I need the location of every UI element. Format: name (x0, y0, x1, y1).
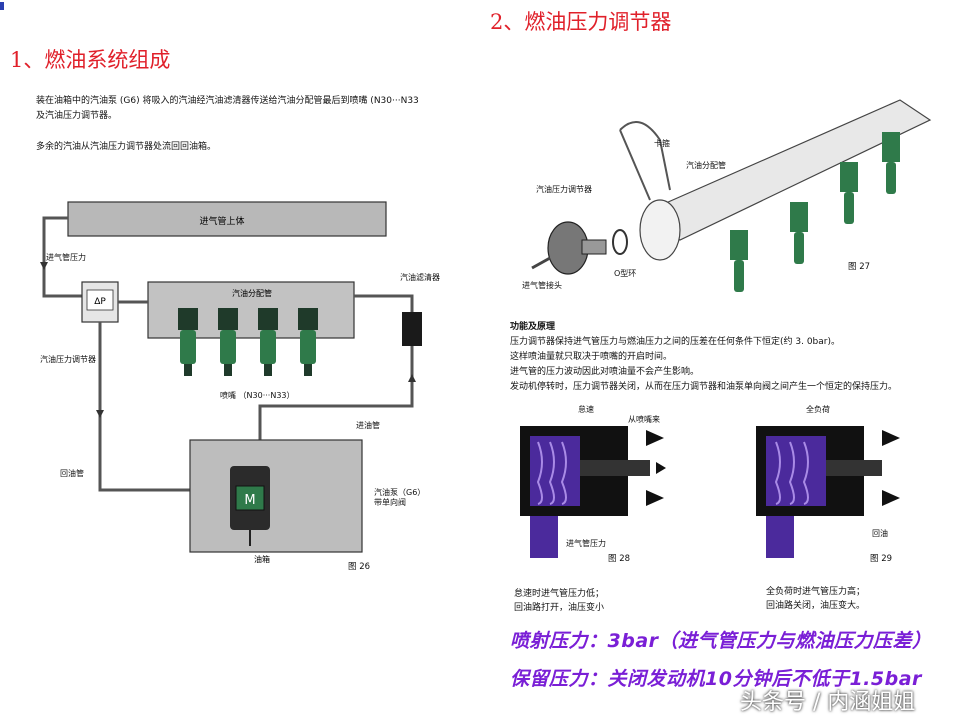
section-title-fuel-system: 1、燃油系统组成 (10, 48, 171, 72)
intro-line-2: 及汽油压力调节器。 (36, 111, 118, 121)
o-ring-label: O型环 (614, 269, 637, 278)
figure-28-caption: 图 28 (608, 554, 631, 564)
idle-caption-line-2: 回油路打开，油压变小 (514, 603, 605, 613)
intake-connector-label: 进气管接头 (522, 281, 562, 290)
injector (882, 132, 900, 194)
injector (790, 202, 808, 264)
function-line-1: 压力调节器保持进气管压力与燃油压力之间的压差在任何条件下恒定(约 3. 0bar… (510, 337, 840, 347)
figure-26-caption: 图 26 (348, 562, 371, 572)
filter-label: 汽油滤清器 (400, 273, 440, 282)
from-injector-label: 从喷嘴来 (628, 415, 660, 424)
injector (258, 308, 278, 376)
figure-27-caption: 图 27 (848, 262, 871, 272)
fuel-system-diagram: M 进气管上体 ΔP 汽油分配管 油箱 (40, 201, 422, 564)
o-ring (612, 229, 628, 255)
idle-caption-line-1: 怠速时进气管压力低； (514, 589, 605, 599)
function-line-4: 发动机停转时，压力调节器关闭，从而在压力调节器和油泵单向阀之间产生一个恒定的保持… (510, 382, 898, 392)
regulator-symbol: ΔP (94, 297, 106, 307)
idle-title: 怠速 (578, 405, 594, 414)
section-title-regulator: 2、燃油压力调节器 (490, 10, 672, 34)
full-load-title: 全负荷 (806, 405, 830, 414)
corner-mark (0, 2, 4, 10)
intro-line-1: 装在油箱中的汽油泵 (G6) 将吸入的汽油经汽油滤清器传送给汽油分配管最后到喷嘴… (36, 96, 419, 106)
clip-label: 卡箍 (654, 139, 670, 148)
intake-manifold-body (67, 201, 387, 237)
idle-intake-pressure-label: 进气管压力 (566, 539, 606, 548)
regulator-part-label: 汽油压力调节器 (536, 185, 592, 194)
figure-29-caption: 图 29 (870, 554, 893, 564)
handwritten-holding-pressure: 保留压力：关闭发动机10分钟后不低于1.5bar (510, 668, 922, 690)
rail-label: 汽油分配管 (686, 161, 726, 170)
watermark: 头条号 / 内涵姐姐 (740, 690, 916, 715)
fuel-filter (402, 312, 422, 346)
tank-label: 油箱 (254, 554, 270, 564)
rail-injectors (730, 132, 900, 292)
regulator-full-load-diagram (756, 426, 900, 558)
fuel-tank (189, 439, 363, 553)
regulator-exploded-diagram (531, 99, 932, 292)
function-line-2: 这样喷油量就只取决于喷嘴的开启时间。 (510, 352, 673, 362)
return-pipe-label: 回油管 (60, 469, 84, 478)
injector (840, 162, 858, 224)
clip-shape (619, 121, 671, 201)
fuel-rail-label: 汽油分配管 (232, 288, 272, 298)
supply-pipe-label: 进油管 (356, 421, 380, 430)
return-label: 回油 (872, 529, 888, 538)
regulator-cup (639, 199, 681, 261)
injector-group (178, 308, 318, 376)
handwritten-injection-pressure: 喷射压力：3bar（进气管压力与燃油压力压差） (510, 630, 932, 652)
injector-label: 喷嘴 （N30···N33） (220, 391, 295, 400)
injector (218, 308, 238, 376)
full-caption-line-2: 回油路关闭，油压变大。 (766, 601, 866, 611)
function-title: 功能及原理 (510, 322, 556, 332)
injector (298, 308, 318, 376)
injector (730, 230, 748, 292)
return-pipe (98, 322, 190, 492)
function-line-3: 进气管的压力波动因此对喷油量不会产生影响。 (510, 367, 700, 377)
injector (178, 308, 198, 376)
intake-body-label: 进气管上体 (199, 215, 244, 227)
regulator-label: 汽油压力调节器 (40, 355, 96, 364)
intake-pressure-line (42, 216, 82, 298)
intake-pressure-label: 进气管压力 (46, 253, 86, 262)
check-valve-label: 带单向阀 (374, 498, 406, 507)
pump-label: 汽油泵（G6） (374, 488, 426, 497)
full-caption-line-1: 全负荷时进气管压力高； (766, 587, 866, 597)
regulator-idle-diagram (520, 426, 666, 558)
pump-motor-label: M (244, 493, 255, 508)
intro-line-3: 多余的汽油从汽油压力调节器处流回回油箱。 (36, 142, 217, 152)
